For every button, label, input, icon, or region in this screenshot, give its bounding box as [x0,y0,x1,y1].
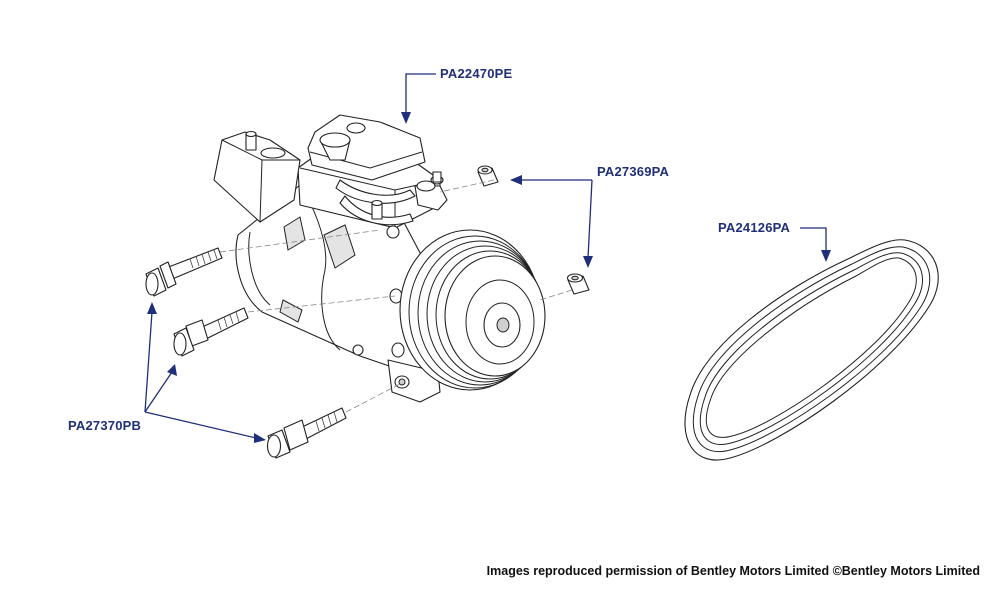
drive-belt [684,239,939,461]
spacer-lower [566,273,590,295]
bolt-upper [145,247,223,297]
footer-credit: Images reproduced permission of Bentley … [486,564,980,578]
spacer-top [477,165,499,187]
assembly-lines [219,179,573,413]
ac-compressor [213,114,448,403]
label-belt: PA24126PA [718,220,791,235]
label-spacer: PA27369PA [597,164,670,179]
compressor-pulley [399,229,546,391]
bolt-middle [173,307,249,357]
bolt-lower [266,407,347,459]
label-compressor: PA22470PE [440,66,513,81]
leaders [144,73,831,443]
label-bolts: PA27370PB [68,418,142,433]
